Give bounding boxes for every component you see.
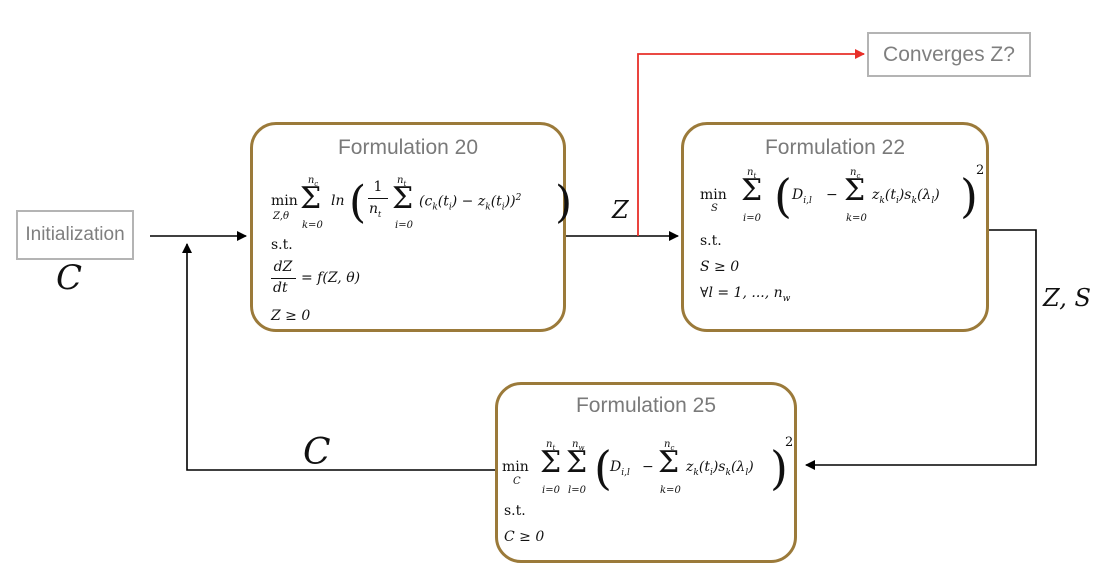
f25-sum2-top: nw	[572, 439, 585, 452]
arrow-converges	[637, 49, 865, 236]
f25-objective: min C nt Σ i=0 nw Σ l=0 ( Di,l − nc Σ k=…	[502, 425, 796, 496]
f25-minus: −	[642, 459, 654, 475]
edge-c-label: C	[303, 432, 331, 473]
initialization-node: Initialization	[16, 210, 134, 260]
formulation-22-node: Formulation 22 min S nt Σ i=0 ( Di,l − n…	[681, 122, 989, 332]
f22-objective: min S nt Σ i=0 ( Di,l − nc Σ k=0 zk(ti)s…	[700, 163, 990, 233]
f20-dz-rhs: = f(Z, θ)	[301, 270, 361, 286]
f22-sum1-bot: i=0	[743, 213, 761, 224]
f22-sum2-sigma: Σ	[844, 173, 866, 208]
f22-sum2-bot: k=0	[846, 213, 867, 224]
f20-objective: min Z,θ nc Σ k=0 ln ( 1 nt nt Σ i=0 (ck(…	[271, 173, 572, 243]
f20-sum1-sigma: Σ	[300, 181, 322, 216]
f20-rparen: )	[555, 177, 573, 228]
f22-lparen: (	[774, 169, 792, 223]
f25-rparen: )	[770, 441, 788, 495]
f25-sum2-bot: l=0	[568, 485, 586, 496]
f22-minus: −	[826, 187, 838, 203]
initialization-label: Initialization	[25, 224, 125, 245]
edge-zs-label: Z, S	[1043, 284, 1091, 312]
f25-sq: 2	[785, 435, 794, 450]
formulation-25-title: Formulation 25	[575, 394, 717, 417]
formulation-25-node: Formulation 25 min C nt Σ i=0 nw Σ l=0 (…	[495, 382, 797, 563]
f20-ode: dZ dt = f(Z, θ)	[271, 259, 411, 299]
f20-sum1-bot: k=0	[302, 220, 323, 231]
f25-sum3-sigma: Σ	[658, 445, 680, 480]
f25-term: zk(ti)sk(λl)	[686, 459, 754, 478]
edge-z-label: Z	[612, 196, 629, 224]
f20-body: (ck(ti) − zk(ti))2	[419, 193, 522, 213]
f22-min-sub: S	[711, 203, 718, 214]
f25-min: min	[502, 459, 529, 475]
f22-term: zk(ti)sk(λl)	[872, 187, 940, 206]
f25-sum1-bot: i=0	[542, 485, 560, 496]
f20-frac-den: nt	[369, 201, 382, 219]
f20-sum2-top: nt	[397, 175, 407, 188]
f22-sum1-sigma: Σ	[741, 173, 763, 208]
f22-rparen: )	[960, 169, 978, 223]
f20-sum1-top: nc	[307, 175, 319, 188]
f22-sq: 2	[976, 163, 985, 178]
converges-label: Converges Z?	[883, 42, 1015, 66]
f22-sum1-top: nt	[747, 167, 757, 180]
f25-sum3-top: nc	[664, 439, 675, 452]
f20-min-sub: Z,θ	[273, 211, 289, 222]
f22-forall: ∀l = 1, ..., nw	[700, 285, 791, 304]
f20-dz-num: dZ	[273, 259, 293, 275]
arrow-f22-to-f25	[805, 229, 1037, 470]
f20-st: s.t.	[271, 237, 293, 253]
f25-sum2-sigma: Σ	[566, 445, 588, 480]
f25-nonneg: C ≥ 0	[504, 529, 545, 545]
f20-frac-bar	[368, 198, 388, 199]
f20-min: min	[271, 193, 298, 209]
arrow-f25-to-f20	[182, 243, 496, 471]
converges-node: Converges Z?	[867, 32, 1031, 77]
f20-frac-num: 1	[373, 179, 383, 195]
formulation-22-title: Formulation 22	[764, 136, 906, 159]
f25-D: Di,l	[610, 459, 630, 478]
f22-D: Di,l	[792, 187, 812, 206]
f25-sum1-top: nt	[546, 439, 556, 452]
f25-min-sub: C	[513, 476, 521, 487]
f25-sum1-sigma: Σ	[540, 445, 562, 480]
f20-ln: ln	[331, 193, 345, 209]
init-c-label: C	[56, 258, 83, 298]
f20-dz-den: dt	[273, 280, 288, 296]
f25-lparen: (	[594, 441, 612, 495]
f22-st: s.t.	[700, 233, 722, 249]
f25-st: s.t.	[504, 503, 526, 519]
f22-nonneg: S ≥ 0	[700, 259, 740, 275]
f20-sum2-sigma: Σ	[392, 181, 414, 216]
f20-lparen: (	[349, 177, 367, 228]
formulation-20-title: Formulation 20	[337, 136, 479, 159]
f25-sum3-bot: k=0	[660, 485, 681, 496]
formulation-20-node: Formulation 20 min Z,θ nc Σ k=0 ln ( 1 n…	[250, 122, 572, 332]
f20-sum2-bot: i=0	[395, 220, 413, 231]
f20-nonneg: Z ≥ 0	[271, 308, 311, 324]
f22-sum2-top: nc	[850, 167, 861, 180]
f20-dz-bar	[271, 278, 296, 279]
f22-min: min	[700, 187, 727, 203]
